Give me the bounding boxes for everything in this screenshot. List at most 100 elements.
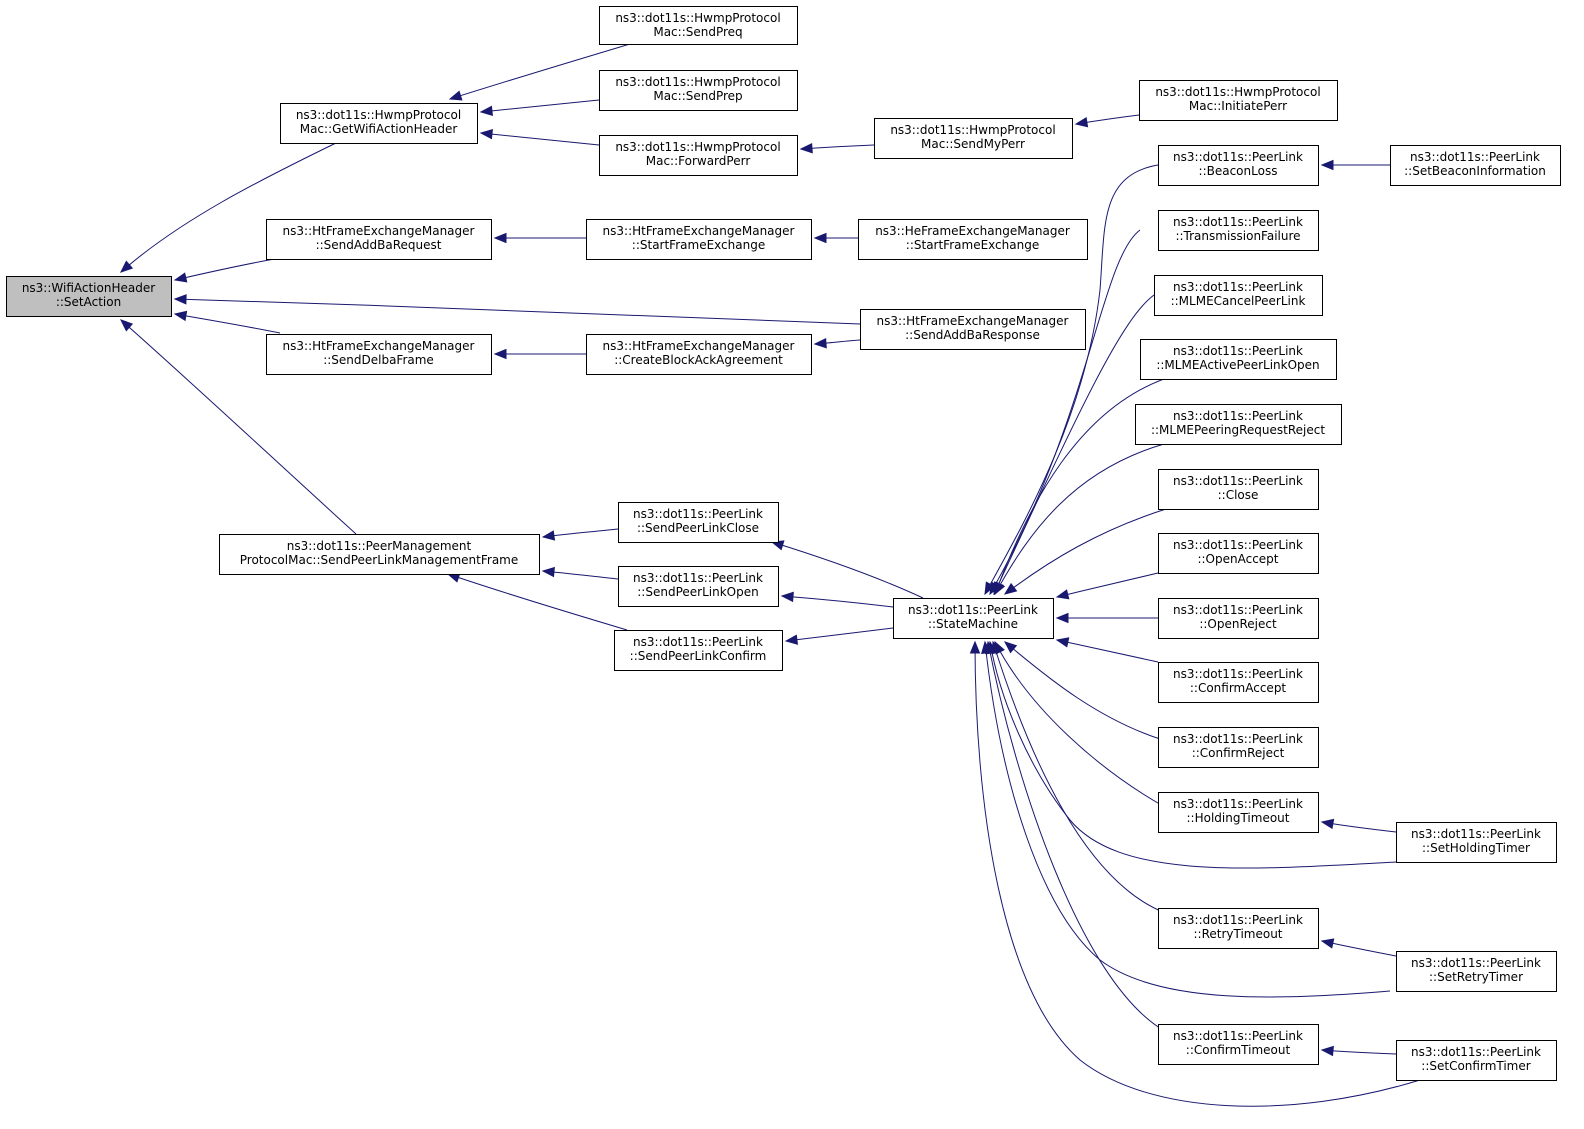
arrowhead-icon <box>541 530 556 541</box>
node-box[interactable] <box>6 276 172 317</box>
node-hto[interactable]: ns3::dot11s::PeerLink::HoldingTimeout <box>1158 792 1319 833</box>
edge-sm-to-splclose <box>770 540 924 599</box>
arrowhead-icon <box>784 634 799 645</box>
node-box[interactable] <box>266 219 492 260</box>
node-box[interactable] <box>1135 404 1342 445</box>
node-splconf[interactable]: ns3::dot11s::PeerLink::SendPeerLinkConfi… <box>614 630 783 671</box>
node-box[interactable] <box>1139 80 1338 121</box>
edge-saddreq-to-root <box>173 257 281 283</box>
node-close[interactable]: ns3::dot11s::PeerLink::Close <box>1158 469 1319 510</box>
arrowhead-icon <box>780 591 794 603</box>
edge-splclose-to-spmf <box>541 528 619 541</box>
node-rto[interactable]: ns3::dot11s::PeerLink::RetryTimeout <box>1158 908 1319 949</box>
arrowhead-icon <box>994 581 1006 596</box>
arrowhead-icon <box>813 232 827 244</box>
node-label-line: ns3::dot11s::PeerLink <box>1173 474 1303 488</box>
edge-gwah-to-root <box>120 142 337 273</box>
node-label-line: ::Close <box>1218 488 1259 502</box>
node-box[interactable] <box>1158 469 1319 510</box>
node-box[interactable] <box>1140 339 1337 380</box>
node-box[interactable] <box>893 598 1054 639</box>
node-box[interactable] <box>874 118 1073 159</box>
node-box[interactable] <box>586 219 812 260</box>
node-box[interactable] <box>858 219 1088 260</box>
node-label-line: ::SendPeerLinkOpen <box>637 585 758 599</box>
node-cbaa[interactable]: ns3::HtFrameExchangeManager::CreateBlock… <box>586 334 812 375</box>
node-bloss[interactable]: ns3::dot11s::PeerLink::BeaconLoss <box>1158 145 1319 186</box>
node-label-line: ns3::HtFrameExchangeManager <box>603 339 795 353</box>
node-mcancel[interactable]: ns3::dot11s::PeerLink::MLMECancelPeerLin… <box>1154 275 1323 316</box>
node-box[interactable] <box>266 334 492 375</box>
node-box[interactable] <box>860 309 1086 350</box>
node-caccept[interactable]: ns3::dot11s::PeerLink::ConfirmAccept <box>1158 662 1319 703</box>
node-sm[interactable]: ns3::dot11s::PeerLink::StateMachine <box>893 598 1054 639</box>
node-box[interactable] <box>1396 951 1557 992</box>
node-gwah[interactable]: ns3::dot11s::HwmpProtocolMac::GetWifiAct… <box>280 103 478 144</box>
node-label-line: ns3::dot11s::PeerLink <box>1173 538 1303 552</box>
node-label-line: ns3::dot11s::PeerLink <box>633 507 763 521</box>
node-fperr[interactable]: ns3::dot11s::HwmpProtocolMac::ForwardPer… <box>599 135 798 176</box>
node-box[interactable] <box>1158 908 1319 949</box>
node-label-line: ::CreateBlockAckAgreement <box>614 353 783 367</box>
node-mactive[interactable]: ns3::dot11s::PeerLink::MLMEActivePeerLin… <box>1140 339 1337 380</box>
edge-tfail-to-sm <box>989 229 1141 596</box>
node-splclose[interactable]: ns3::dot11s::PeerLink::SendPeerLinkClose <box>618 502 779 543</box>
node-label-line: ns3::dot11s::PeerLink <box>908 603 1038 617</box>
node-box[interactable] <box>618 502 779 543</box>
node-hesfe[interactable]: ns3::HeFrameExchangeManager::StartFrameE… <box>858 219 1088 260</box>
node-oreject[interactable]: ns3::dot11s::PeerLink::OpenReject <box>1158 598 1319 639</box>
node-label-line: ns3::dot11s::PeerLink <box>1173 344 1303 358</box>
node-box[interactable] <box>1158 792 1319 833</box>
node-tfail[interactable]: ns3::dot11s::PeerLink::TransmissionFailu… <box>1158 210 1319 251</box>
node-box[interactable] <box>586 334 812 375</box>
node-sht[interactable]: ns3::dot11s::PeerLink::SetHoldingTimer <box>1396 822 1557 863</box>
node-box[interactable] <box>1158 662 1319 703</box>
node-box[interactable] <box>1158 598 1319 639</box>
arrowhead-icon <box>1055 612 1069 624</box>
node-box[interactable] <box>1396 1040 1557 1081</box>
node-box[interactable] <box>1158 210 1319 251</box>
node-label-line: Mac::ForwardPerr <box>646 154 751 168</box>
node-sbi[interactable]: ns3::dot11s::PeerLink::SetBeaconInformat… <box>1390 145 1561 186</box>
node-sct[interactable]: ns3::dot11s::PeerLink::SetConfirmTimer <box>1396 1040 1557 1081</box>
node-saddreq[interactable]: ns3::HtFrameExchangeManager::SendAddBaRe… <box>266 219 492 260</box>
node-srt[interactable]: ns3::dot11s::PeerLink::SetRetryTimer <box>1396 951 1557 992</box>
node-box[interactable] <box>599 6 798 45</box>
node-box[interactable] <box>1158 727 1319 768</box>
node-label-line: ::SendPeerLinkConfirm <box>630 649 767 663</box>
node-creject[interactable]: ns3::dot11s::PeerLink::ConfirmReject <box>1158 727 1319 768</box>
node-box[interactable] <box>1390 145 1561 186</box>
node-box[interactable] <box>1158 1024 1319 1065</box>
node-iperr[interactable]: ns3::dot11s::HwmpProtocolMac::InitiatePe… <box>1139 80 1338 121</box>
node-root[interactable]: ns3::WifiActionHeader::SetAction <box>6 276 172 317</box>
node-cto[interactable]: ns3::dot11s::PeerLink::ConfirmTimeout <box>1158 1024 1319 1065</box>
node-box[interactable] <box>219 534 540 575</box>
node-box[interactable] <box>618 566 779 607</box>
node-box[interactable] <box>1158 145 1319 186</box>
edge-oreject-to-sm <box>1055 612 1158 624</box>
node-mpreject[interactable]: ns3::dot11s::PeerLink::MLMEPeeringReques… <box>1135 404 1342 445</box>
node-box[interactable] <box>1158 533 1319 574</box>
node-label-line: ns3::dot11s::HwmpProtocol <box>890 123 1055 137</box>
node-saddresp[interactable]: ns3::HtFrameExchangeManager::SendAddBaRe… <box>860 309 1086 350</box>
node-box[interactable] <box>599 70 798 111</box>
node-box[interactable] <box>614 630 783 671</box>
node-box[interactable] <box>280 103 478 144</box>
node-box[interactable] <box>1154 275 1323 316</box>
edge-oaccept-to-sm <box>1055 572 1159 600</box>
node-label-line: ns3::dot11s::PeerLink <box>1173 913 1303 927</box>
node-box[interactable] <box>599 135 798 176</box>
node-sdelba[interactable]: ns3::HtFrameExchangeManager::SendDelbaFr… <box>266 334 492 375</box>
node-splopen[interactable]: ns3::dot11s::PeerLink::SendPeerLinkOpen <box>618 566 779 607</box>
arrowhead-icon <box>173 294 187 305</box>
node-label-line: ::MLMEPeeringRequestReject <box>1151 423 1325 437</box>
node-label-line: ProtocolMac::SendPeerLinkManagementFrame <box>240 553 519 567</box>
node-box[interactable] <box>1396 822 1557 863</box>
node-spmf[interactable]: ns3::dot11s::PeerManagementProtocolMac::… <box>219 534 540 575</box>
node-oaccept[interactable]: ns3::dot11s::PeerLink::OpenAccept <box>1158 533 1319 574</box>
node-htsfe[interactable]: ns3::HtFrameExchangeManager::StartFrameE… <box>586 219 812 260</box>
node-label-line: Mac::InitiatePerr <box>1189 99 1287 113</box>
